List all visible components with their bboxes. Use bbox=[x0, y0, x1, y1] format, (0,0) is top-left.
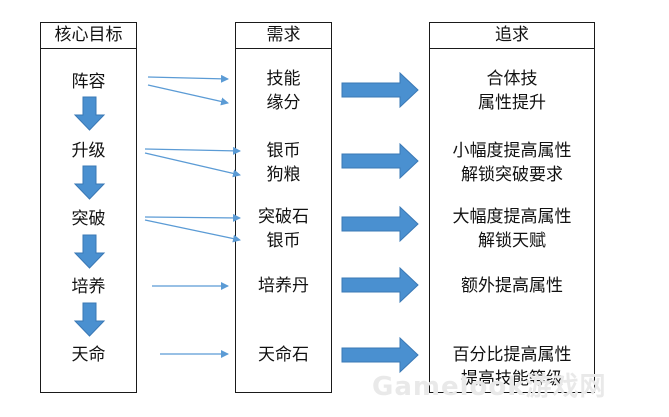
core-item-lineup: 阵容 bbox=[71, 72, 106, 92]
right-arrow-3 bbox=[341, 205, 419, 243]
pursuit-column: 追求 bbox=[429, 22, 595, 393]
core-item-destiny: 天命 bbox=[71, 345, 106, 365]
pursuit-item-skill-level: 提高技能等级 bbox=[461, 369, 563, 389]
down-arrow-2 bbox=[73, 165, 106, 200]
core-goal-header: 核心目标 bbox=[41, 23, 136, 49]
pursuit-item-extra-attr: 额外提高属性 bbox=[461, 276, 563, 296]
down-arrow-1 bbox=[73, 96, 106, 131]
pursuit-header: 追求 bbox=[430, 23, 594, 49]
down-arrow-4 bbox=[73, 302, 106, 337]
demand-item-destiny-stone: 天命石 bbox=[258, 345, 309, 365]
demand-item-fodder: 狗粮 bbox=[266, 165, 301, 185]
right-arrow-2 bbox=[341, 142, 419, 180]
pursuit-item-small-attr: 小幅度提高属性 bbox=[452, 141, 572, 161]
right-arrow-5 bbox=[341, 336, 419, 374]
pursuit-item-percent-attr: 百分比提高属性 bbox=[452, 345, 572, 365]
pursuit-item-large-attr: 大幅度提高属性 bbox=[452, 207, 572, 227]
core-goal-column: 核心目标 bbox=[40, 22, 137, 393]
demand-item-breakthrough-stone: 突破石 bbox=[258, 207, 309, 227]
connector-levelup-silver bbox=[144, 146, 241, 155]
watermark: Gamelook游戏网 bbox=[372, 372, 607, 402]
demand-item-fate: 缘分 bbox=[266, 93, 301, 113]
core-item-levelup: 升级 bbox=[71, 141, 106, 161]
connector-breakthrough-stone bbox=[144, 213, 241, 222]
core-item-train: 培养 bbox=[71, 277, 106, 297]
connector-breakthrough-silver bbox=[144, 219, 241, 243]
demand-item-train-pill: 培养丹 bbox=[258, 276, 309, 296]
demand-header: 需求 bbox=[236, 23, 331, 49]
pursuit-item-attr-up: 属性提升 bbox=[478, 93, 546, 113]
connector-lineup-fate bbox=[147, 84, 229, 106]
pursuit-item-unlock-talent: 解锁天赋 bbox=[478, 231, 546, 251]
right-arrow-4 bbox=[341, 266, 419, 304]
down-arrow-3 bbox=[73, 234, 106, 269]
connector-lineup-skill bbox=[147, 74, 229, 83]
demand-column: 需求 bbox=[235, 22, 332, 393]
demand-item-skill: 技能 bbox=[266, 69, 301, 89]
pursuit-item-unlock-req: 解锁突破要求 bbox=[461, 165, 563, 185]
connector-levelup-fodder bbox=[144, 152, 241, 178]
core-item-breakthrough: 突破 bbox=[71, 209, 106, 229]
demand-item-silver: 银币 bbox=[266, 141, 301, 161]
demand-item-silver-2: 银币 bbox=[266, 231, 301, 251]
right-arrow-1 bbox=[341, 71, 419, 109]
pursuit-item-combo-skill: 合体技 bbox=[486, 69, 538, 89]
